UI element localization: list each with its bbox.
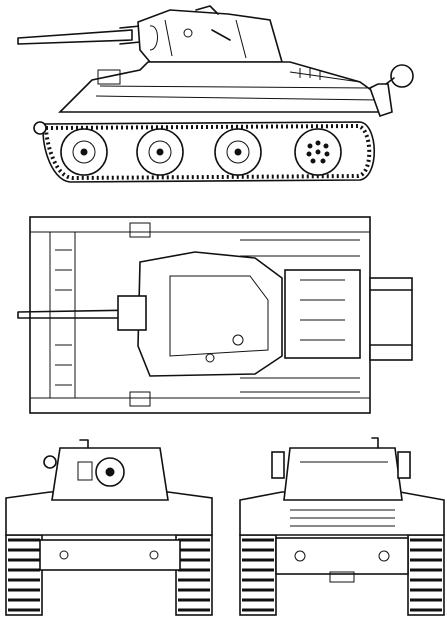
side-view xyxy=(17,5,414,183)
rear-grill xyxy=(369,277,413,361)
top-view xyxy=(17,216,413,414)
track-side xyxy=(33,121,376,183)
exhaust-stowage xyxy=(369,64,414,118)
road-wheel-1 xyxy=(60,128,108,176)
front-view xyxy=(5,439,213,616)
hull-front xyxy=(5,491,213,571)
drive-sprocket xyxy=(294,128,342,176)
turret-side xyxy=(137,5,284,63)
road-wheel-2 xyxy=(136,128,184,176)
gun-top xyxy=(17,295,147,331)
turret-rear xyxy=(271,437,411,501)
turret-front xyxy=(43,439,169,501)
road-wheels xyxy=(60,128,342,176)
tracks-front xyxy=(5,534,213,616)
road-wheel-3 xyxy=(214,128,262,176)
tracks-rear xyxy=(239,534,445,616)
hull-rear xyxy=(239,491,445,583)
turret-top xyxy=(137,251,283,377)
main-gun xyxy=(17,25,141,45)
engine-deck xyxy=(284,269,361,359)
rear-view xyxy=(239,437,445,616)
hull-side xyxy=(58,61,386,113)
